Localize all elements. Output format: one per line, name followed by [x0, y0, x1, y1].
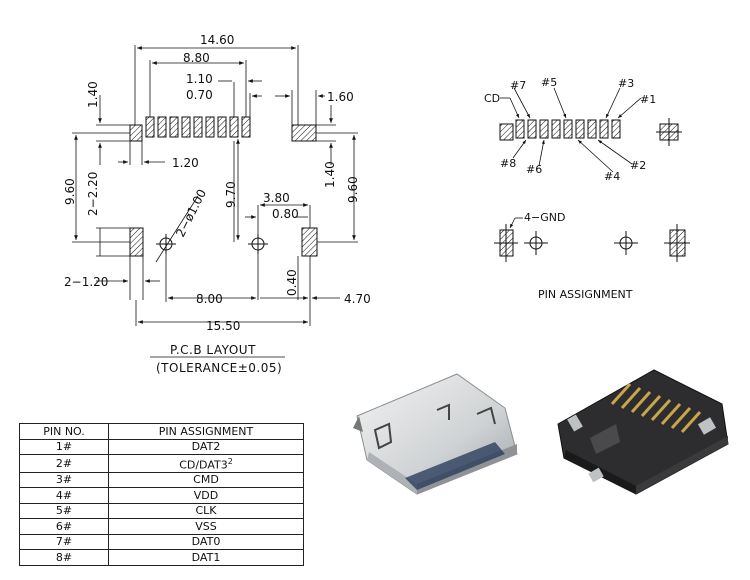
pin-table: PIN NO. PIN ASSIGNMENT 1#DAT2 2#CD/DAT32… [19, 423, 304, 566]
table-header-row: PIN NO. PIN ASSIGNMENT [19, 423, 304, 440]
pin-no: 7# [19, 533, 109, 551]
dim-1-40-right: 1.40 [323, 161, 337, 188]
table-row: 1#DAT2 [19, 438, 304, 455]
table-row: 5#CLK [19, 502, 304, 520]
pin-label-2: #2 [630, 159, 646, 172]
pin-name: CLK [108, 502, 304, 520]
pcb-layout-title: P.C.B LAYOUT [170, 343, 256, 357]
dim-9-60-left: 9.60 [63, 178, 77, 205]
top-pads [129, 116, 317, 142]
pin-name-superscript: 2 [227, 457, 233, 466]
gnd-label: 4−GND [524, 211, 565, 224]
pin-label-6: #6 [526, 163, 542, 176]
pin-label-1: #1 [640, 93, 656, 106]
table-row: 3#CMD [19, 471, 304, 489]
pin-label-3: #3 [618, 77, 634, 90]
pin-name: DAT2 [108, 438, 304, 455]
dim-1-10: 1.10 [186, 72, 213, 86]
pin-label-5: #5 [541, 76, 557, 89]
pin-name: VDD [108, 487, 304, 504]
pin-leaders [500, 87, 642, 229]
pin-assignment-drawing: CD #7 #5 #3 #1 #8 #6 #4 #2 4−GND PIN ASS… [484, 76, 690, 301]
connector-photo-top [353, 373, 518, 495]
pin-pads [499, 119, 686, 257]
pin-label-cd: CD [484, 92, 500, 105]
dim-8-80: 8.80 [183, 51, 210, 65]
dim-0-40: 0.40 [285, 269, 299, 296]
header-pin-assignment: PIN ASSIGNMENT [108, 423, 304, 440]
connector-photo-bottom [557, 369, 729, 495]
pin-label-8: #8 [500, 157, 516, 170]
dim-2-phi-1-00: 2−ø1.00 [173, 187, 209, 239]
bottom-pads [129, 227, 318, 257]
dim-4-70: 4.70 [344, 292, 371, 306]
dim-0-70: 0.70 [186, 88, 213, 102]
pin-no: 1# [19, 438, 109, 455]
pin-assignment-title: PIN ASSIGNMENT [538, 288, 633, 301]
pin-name: CMD [108, 471, 304, 489]
pin-name: DAT0 [108, 533, 304, 551]
header-pin-no: PIN NO. [19, 423, 109, 440]
table-row: 6#VSS [19, 518, 304, 535]
pcb-layout-drawing: 14.60 8.80 1.10 0.70 1.60 1.40 1.20 9.60… [63, 33, 371, 375]
pin-holes [494, 118, 690, 262]
dim-3-80: 3.80 [263, 191, 290, 205]
dim-9-70: 9.70 [224, 181, 238, 208]
pin-label-4: #4 [604, 170, 620, 183]
pin-name: DAT1 [108, 549, 304, 566]
pcb-tolerance: (TOLERANCE±0.05) [156, 361, 282, 375]
dim-14-60: 14.60 [200, 33, 234, 47]
table-row: 2#CD/DAT32 [19, 454, 304, 473]
table-row: 7#DAT0 [19, 533, 304, 551]
dim-1-60: 1.60 [327, 90, 354, 104]
pin-no: 3# [19, 471, 109, 489]
pin-name: VSS [108, 518, 304, 535]
dim-8-00: 8.00 [196, 292, 223, 306]
pin-no: 6# [19, 518, 109, 535]
holes [156, 234, 268, 254]
dim-9-60-right: 9.60 [346, 176, 360, 203]
dim-2-2-20: 2−2.20 [86, 172, 100, 216]
pin-no: 2# [19, 454, 109, 473]
pin-name: CD/DAT3 [179, 458, 228, 472]
dim-1-40-top: 1.40 [86, 81, 100, 108]
table-row: 4#VDD [19, 487, 304, 504]
pin-name-cell: CD/DAT32 [108, 454, 304, 473]
pin-no: 8# [19, 549, 109, 566]
dimension-lines [72, 45, 358, 358]
dim-15-50: 15.50 [206, 319, 240, 333]
dim-2-1-20: 2−1.20 [64, 275, 108, 289]
dim-1-20-top: 1.20 [172, 156, 199, 170]
pin-label-7: #7 [510, 79, 526, 92]
pin-no: 4# [19, 487, 109, 504]
pin-no: 5# [19, 502, 109, 520]
dim-0-80: 0.80 [272, 207, 299, 221]
table-row: 8#DAT1 [19, 549, 304, 566]
